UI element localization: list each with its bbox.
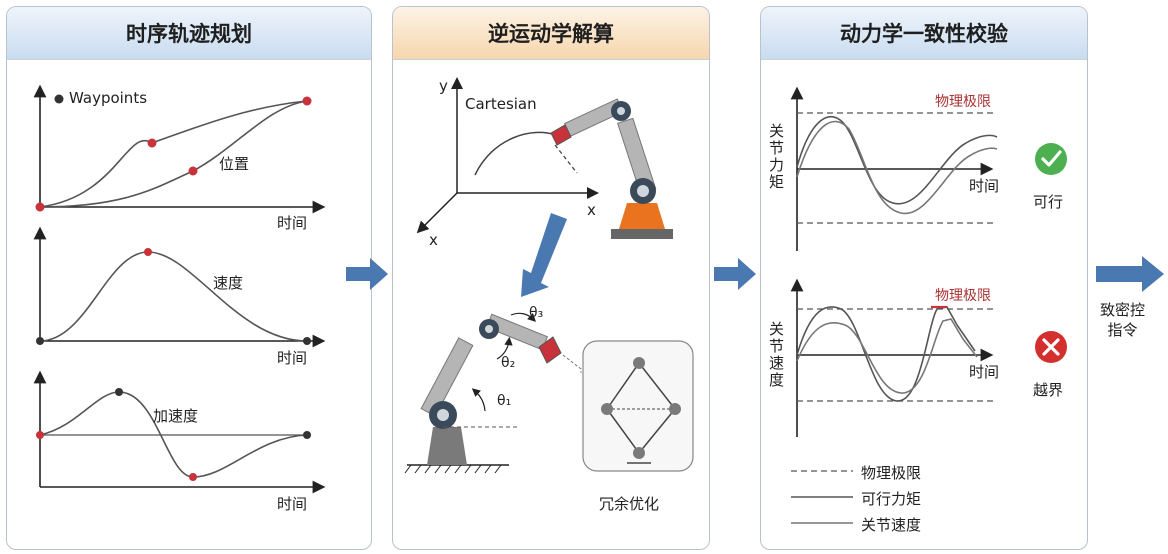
time-label: 时间	[969, 363, 1000, 381]
redundancy-box	[582, 340, 694, 472]
point	[303, 337, 311, 345]
callout-line	[562, 354, 582, 373]
panel-trajectory-planning: 时序轨迹规划 Waypoints 位置 时间	[6, 6, 372, 550]
point	[115, 388, 123, 396]
ik-diagram	[404, 77, 694, 474]
point	[36, 337, 44, 345]
robot-gripper	[538, 336, 562, 364]
angle-arc	[496, 336, 513, 360]
panel-inverse-kinematics: 逆运动学解算	[392, 6, 710, 550]
cartesian-label: Cartesian	[465, 95, 537, 113]
point	[189, 473, 197, 481]
point	[36, 431, 44, 439]
limit-label: 物理极限	[935, 288, 991, 304]
peak-point	[144, 248, 152, 256]
panel-title: 逆运动学解算	[393, 7, 709, 60]
torque-ylabel: 关 节 力 矩	[769, 122, 785, 191]
flow-arrow-icon	[346, 258, 388, 290]
joint-node	[601, 403, 613, 415]
waypoint	[147, 138, 157, 148]
joint-node	[633, 447, 645, 459]
torque-curve	[796, 115, 998, 205]
robot-joint-center	[485, 325, 493, 333]
joint-node	[669, 403, 681, 415]
theta3-label: θ₃	[529, 305, 544, 321]
x-mark	[1042, 338, 1060, 356]
robot-base	[619, 203, 665, 229]
dashed-line	[554, 144, 578, 174]
accel-curve	[39, 391, 308, 478]
theta2-label: θ₂	[501, 355, 516, 371]
axis-x-label: x	[587, 201, 596, 219]
axis-z-label: x	[429, 231, 438, 249]
legend-limit: 物理极限	[861, 464, 922, 482]
time-label: 时间	[969, 177, 1000, 195]
output-arrow-icon	[1096, 256, 1164, 292]
cartesian-path	[474, 131, 556, 176]
check-icon	[1035, 143, 1067, 175]
dynamics-plots	[790, 86, 1067, 524]
angle-arc	[471, 388, 486, 412]
limit-label: 物理极限	[935, 94, 991, 110]
robot-link	[420, 337, 474, 417]
trajectory-plots	[33, 84, 326, 494]
velocity-curve	[796, 318, 978, 394]
z-axis	[416, 192, 458, 234]
theta1-label: θ₁	[497, 393, 512, 409]
robot-joint-center	[617, 107, 625, 115]
time-label: 时间	[277, 495, 308, 513]
velocity-ylabel: 关 节 速 度	[769, 320, 785, 389]
redundancy-linkage	[606, 362, 676, 454]
output-label-line2: 指令	[1107, 321, 1138, 339]
robot-joint-center	[437, 409, 449, 421]
waypoints-legend: Waypoints	[69, 89, 148, 107]
velocity-curve	[39, 251, 308, 342]
accel-label: 加速度	[153, 407, 199, 425]
legend-dot	[54, 94, 64, 104]
waypoint	[188, 166, 198, 176]
exceed-label: 越界	[1033, 381, 1064, 399]
time-label: 时间	[277, 214, 308, 232]
robot-gripper	[550, 124, 572, 146]
waypoint	[302, 96, 312, 106]
output-label: 致密控 指令	[1100, 300, 1145, 340]
redundancy-label: 冗余优化	[599, 495, 660, 513]
legend-velocity: 关节速度	[861, 516, 922, 534]
panel-title: 动力学一致性校验	[761, 7, 1087, 60]
ground-hatch	[404, 464, 502, 474]
down-arrow-icon	[521, 213, 567, 297]
feasible-label: 可行	[1033, 193, 1064, 211]
position-curve-a	[39, 100, 308, 208]
robot-base-plate	[611, 229, 673, 239]
panel-dynamics-check: 动力学一致性校验 物理极限 关 节 力 矩 时间 可行	[760, 6, 1088, 550]
robot-base	[427, 427, 467, 465]
torque-curve	[796, 306, 976, 402]
robot-joint-center	[637, 185, 649, 197]
joint-node	[633, 357, 645, 369]
axis-y-label: y	[439, 77, 448, 95]
legend-torque: 可行力矩	[861, 490, 922, 508]
check-mark	[1041, 150, 1062, 167]
waypoint	[35, 202, 45, 212]
output-label-line1: 致密控	[1100, 301, 1146, 319]
position-curve-b	[39, 100, 308, 208]
point	[303, 431, 311, 439]
angle-arc	[510, 312, 537, 322]
panel-title: 时序轨迹规划	[7, 7, 371, 60]
velocity-curve	[796, 120, 998, 215]
position-label: 位置	[219, 155, 250, 173]
flow-arrow-icon	[714, 258, 756, 290]
velocity-label: 速度	[213, 274, 244, 292]
time-label: 时间	[277, 349, 308, 367]
